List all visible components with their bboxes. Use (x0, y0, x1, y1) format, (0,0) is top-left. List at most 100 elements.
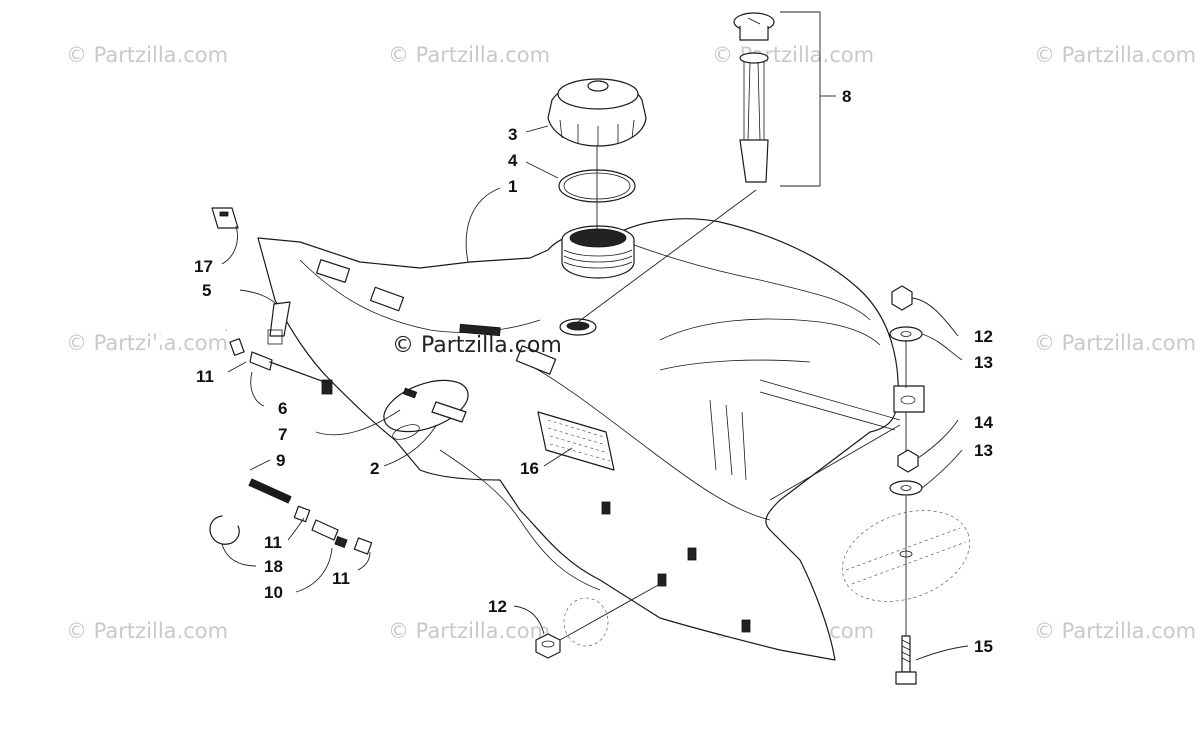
pad-lines (845, 527, 967, 585)
leader-16 (543, 447, 573, 467)
fuel-fitting-6[interactable] (229, 338, 331, 385)
fuel-cap-top (557, 78, 639, 110)
washer-13-lower[interactable] (889, 480, 923, 496)
hose-clamp-lower (353, 537, 373, 555)
leader-12-lower (513, 605, 545, 635)
callout-15[interactable]: 15 (974, 637, 993, 656)
hose-clamp (229, 338, 245, 356)
grommet (321, 379, 333, 395)
callout-2[interactable]: 2 (370, 459, 379, 478)
inline-valve-10[interactable] (293, 505, 373, 555)
leader-1 (465, 187, 501, 263)
hose-fill (141, 322, 292, 504)
tank-edge-lines (759, 379, 901, 501)
callout-13-lower[interactable]: 13 (974, 441, 993, 460)
nut-14[interactable] (897, 449, 919, 473)
nut-body (891, 285, 913, 311)
hose-dark-end (248, 478, 292, 504)
leader-5 (239, 289, 277, 305)
bolt-15[interactable] (895, 635, 917, 685)
nut-body (535, 633, 561, 659)
callout-10[interactable]: 10 (264, 583, 283, 602)
strainer-port (402, 387, 418, 399)
valve-body (311, 519, 339, 541)
callout-9[interactable]: 9 (276, 451, 285, 470)
leader-15 (915, 645, 969, 661)
callout-18[interactable]: 18 (264, 557, 283, 576)
leader-18 (221, 543, 257, 567)
tank-contour (299, 259, 541, 333)
sender-cap-slot (747, 17, 761, 25)
fuel-level-sender[interactable] (733, 12, 775, 183)
hose-clip-18[interactable] (209, 515, 240, 545)
fitting-stem (269, 361, 331, 385)
callout-14[interactable]: 14 (974, 413, 993, 432)
leader-9 (249, 459, 271, 471)
callout-12-lower[interactable]: 12 (488, 597, 507, 616)
sender-float (739, 139, 769, 183)
leader-14 (917, 419, 959, 459)
tank-contour (519, 359, 771, 521)
decal-body (537, 411, 615, 471)
grommet (741, 619, 751, 633)
center-watermark: © Partzilla.com (392, 333, 562, 358)
callout-7[interactable]: 7 (278, 425, 287, 444)
tank-ribs (709, 399, 747, 481)
leader-13-lower (921, 449, 963, 489)
grommet (657, 573, 667, 587)
sender-neck (739, 26, 769, 41)
pickup-fitting (431, 401, 467, 423)
callout-5[interactable]: 5 (202, 281, 211, 300)
tank-contour (659, 318, 881, 346)
callout-13-upper[interactable]: 13 (974, 353, 993, 372)
filler-opening (569, 228, 627, 248)
callout-1[interactable]: 1 (508, 177, 517, 196)
watermark: © Partzilla.com (388, 619, 550, 643)
callout-8[interactable]: 8 (842, 87, 851, 106)
leader-11-lower (357, 551, 371, 571)
callout-11-middle[interactable]: 11 (264, 533, 282, 552)
callout-16[interactable]: 16 (520, 459, 539, 478)
pad-hole (899, 550, 913, 558)
flange-nut-12-lower[interactable] (535, 633, 561, 659)
fuel-cap[interactable] (547, 78, 647, 147)
tank-rubber-strip (459, 323, 501, 337)
leader-13-upper (921, 333, 963, 361)
clip-17[interactable] (211, 207, 239, 229)
callout-11-top[interactable]: 11 (196, 367, 214, 386)
pad-outline (842, 510, 970, 602)
callout-12-upper[interactable]: 12 (974, 327, 993, 346)
fuel-strainer[interactable] (377, 370, 475, 441)
washer-hole (900, 485, 912, 491)
strap-body (269, 301, 291, 337)
strap-5[interactable] (267, 301, 291, 345)
mount-ear (893, 385, 925, 413)
callout-11-lower[interactable]: 11 (332, 569, 350, 588)
mount-pad-phantom (842, 510, 970, 602)
mount-tab (369, 286, 405, 312)
decal-16[interactable] (537, 411, 615, 471)
bolt-head (895, 671, 917, 685)
tank-contour (439, 449, 601, 591)
mount-tab (515, 345, 557, 375)
callout-3[interactable]: 3 (508, 125, 517, 144)
sender-port-hole (566, 321, 590, 331)
nut-body (897, 449, 919, 473)
nut-assembly-line (559, 583, 661, 641)
callout-6[interactable]: 6 (278, 399, 287, 418)
clip-ring (209, 515, 240, 545)
fuel-cap-logo (587, 80, 609, 92)
callout-17[interactable]: 17 (194, 257, 213, 276)
mount-ear-hole (900, 395, 916, 405)
fitting-body (249, 351, 273, 371)
washer-13-upper[interactable] (889, 326, 923, 342)
leader-3 (525, 125, 549, 133)
watermark: © Partzilla.com (712, 43, 874, 67)
leader-11-top (227, 361, 247, 373)
tank-contour (599, 231, 871, 321)
sender-bracket (780, 11, 821, 187)
callout-4[interactable]: 4 (508, 151, 518, 170)
flange-nut-12-upper[interactable] (891, 285, 913, 311)
fuel-hose[interactable] (141, 322, 292, 504)
mount-tab (315, 259, 351, 283)
